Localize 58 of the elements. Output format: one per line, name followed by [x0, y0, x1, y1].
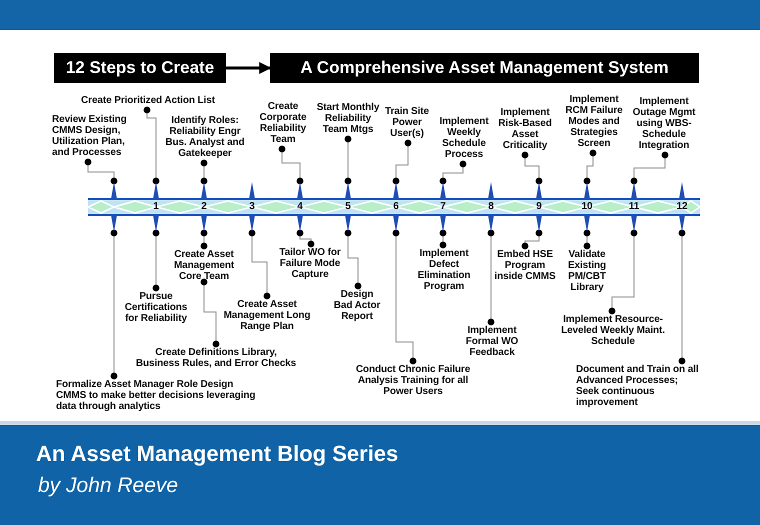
- step-number: 8: [487, 201, 495, 213]
- leader-line: [200, 278, 220, 348]
- leader-line: [584, 230, 590, 250]
- title-banner: A Comprehensive Asset Management System: [270, 53, 699, 83]
- step-number: 10: [580, 201, 594, 213]
- step-label: Create Asset Management Core Team: [162, 249, 246, 282]
- leader-line: [608, 230, 638, 314]
- step-label: Tailor WO for Failure Mode Capture: [272, 247, 348, 280]
- step-label: Document and Train on all Advanced Processes; Seek continuous improvement: [576, 364, 700, 408]
- step-label: Validate Existing PM/CBT Library: [558, 249, 616, 293]
- leader-line: [584, 150, 596, 184]
- leader-line: [344, 136, 352, 184]
- arrow: [226, 62, 272, 74]
- step-number: 12: [675, 201, 689, 213]
- leader-line: [278, 146, 304, 184]
- step-number: 3: [248, 201, 256, 213]
- leader-line: [200, 160, 208, 184]
- step-label: Formalize Asset Manager Role Design CMMS to make better decisions leveraging data through analytics: [56, 379, 261, 412]
- step-label: Implement Formal WO Feedback: [456, 325, 528, 358]
- step-label: Create Asset Management Long Range Plan: [222, 299, 312, 332]
- step-number: 7: [439, 201, 447, 213]
- leader-line: [678, 230, 686, 364]
- step-number: 11: [628, 201, 640, 213]
- leader-line: [630, 152, 668, 184]
- leader-line: [488, 230, 494, 326]
- step-label: Create Definitions Library, Business Rules, and Error Checks: [134, 347, 298, 369]
- step-number: 4: [296, 201, 304, 213]
- step-number: 2: [200, 201, 208, 213]
- leader-line: [392, 140, 412, 184]
- title-banner: 12 Steps to Create: [54, 53, 226, 83]
- step-label: Implement Defect Elimination Program: [410, 248, 478, 292]
- leader-line: [440, 160, 466, 184]
- leader-line: [440, 230, 446, 248]
- leader-line: [152, 230, 160, 292]
- step-label: Create Prioritized Action List: [68, 95, 228, 106]
- leader-line: [110, 230, 118, 380]
- leader-line: [144, 106, 160, 184]
- step-number: 1: [152, 201, 160, 213]
- leader-line: [344, 230, 362, 290]
- leader-line: [248, 230, 270, 300]
- step-number: 9: [535, 201, 543, 213]
- leader-line: [522, 230, 542, 250]
- step-label: Train Site Power User(s): [382, 106, 432, 139]
- leader-line: [522, 152, 542, 184]
- series-title: An Asset Management Blog Series: [36, 440, 398, 468]
- leader-line: [84, 158, 118, 184]
- step-label: Review Existing CMMS Design, Utilization Plan, and Processes: [52, 114, 142, 158]
- leader-line: [392, 230, 416, 364]
- step-label: Implement Resource-Leveled Weekly Maint. Schedule: [546, 314, 680, 347]
- step-label: Pursue Certifications for Reliability: [118, 291, 194, 324]
- author-byline: by John Reeve: [38, 473, 178, 499]
- leader-line: [200, 230, 208, 250]
- step-number: 5: [344, 201, 352, 213]
- step-label: Design Bad Actor Report: [332, 289, 382, 322]
- step-label: Embed HSE Program inside CMMS: [494, 249, 556, 282]
- leader-line: [296, 230, 314, 248]
- step-label: Conduct Chronic Failure Analysis Training for all Power Users: [350, 364, 476, 397]
- step-number: 6: [392, 201, 400, 213]
